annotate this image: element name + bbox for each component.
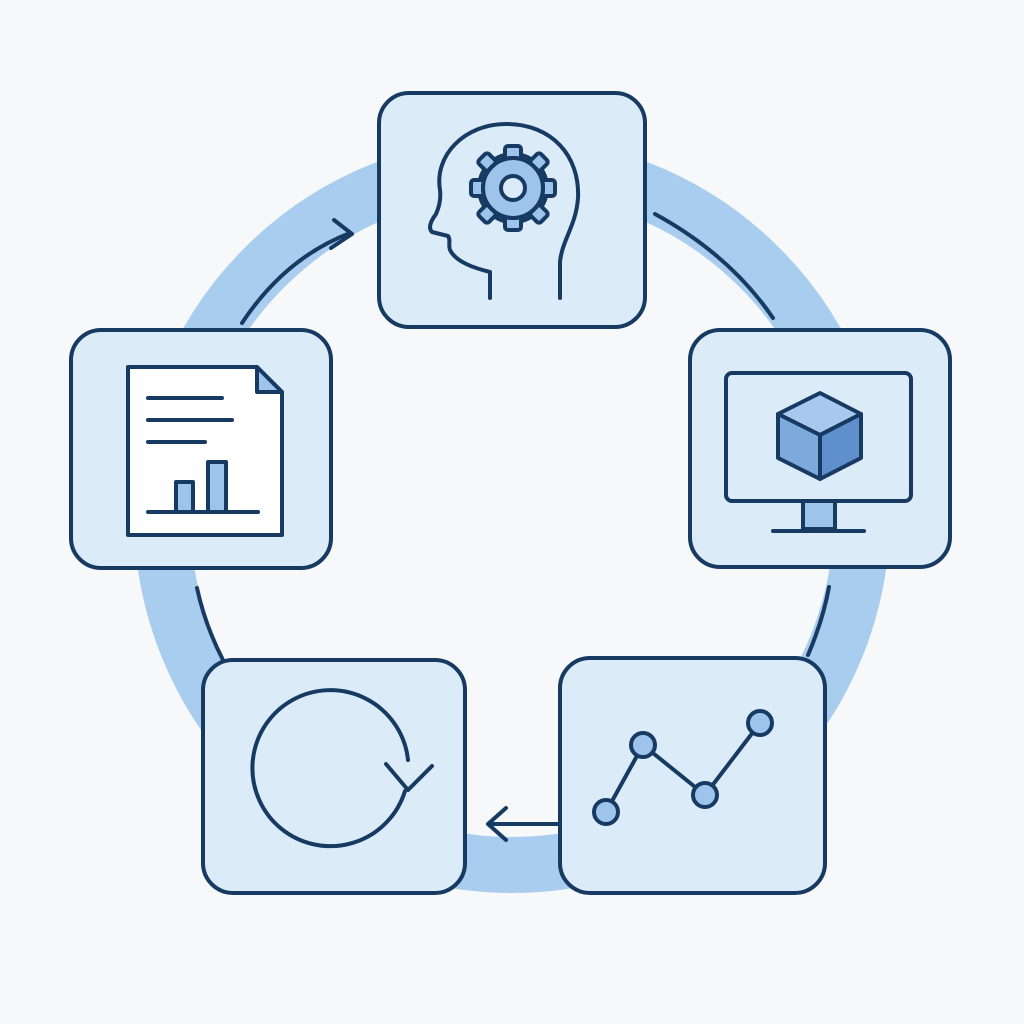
refresh-cycle-icon — [250, 688, 434, 849]
chart-point — [629, 731, 657, 759]
bar-chart-icon — [146, 460, 260, 514]
card-bottom-right — [558, 656, 827, 895]
chart-point — [592, 798, 620, 826]
connector-bottom-left-to-left — [195, 586, 225, 662]
arrowhead-bottom-right-to-bottom-left — [486, 806, 508, 842]
head-with-gear-icon — [427, 122, 581, 300]
cube-icon — [776, 391, 863, 481]
node-left — [69, 328, 333, 570]
connector-top-to-right — [653, 212, 775, 320]
arrowhead-left-to-top — [329, 218, 354, 250]
connector-right-to-bottom-right — [806, 585, 831, 657]
line-chart-icon — [592, 709, 774, 826]
node-bottom-left — [201, 658, 467, 895]
card-bottom-left — [201, 658, 467, 895]
node-right — [688, 328, 952, 569]
report-document-icon — [126, 365, 284, 537]
gear-icon — [469, 144, 557, 232]
chart-point — [746, 709, 774, 737]
monitor-with-cube-icon — [724, 371, 913, 533]
node-bottom-right — [558, 656, 827, 895]
chart-point — [691, 781, 719, 809]
cycle-connectors — [195, 212, 831, 842]
node-top — [377, 91, 647, 329]
connector-left-to-top — [240, 231, 352, 325]
